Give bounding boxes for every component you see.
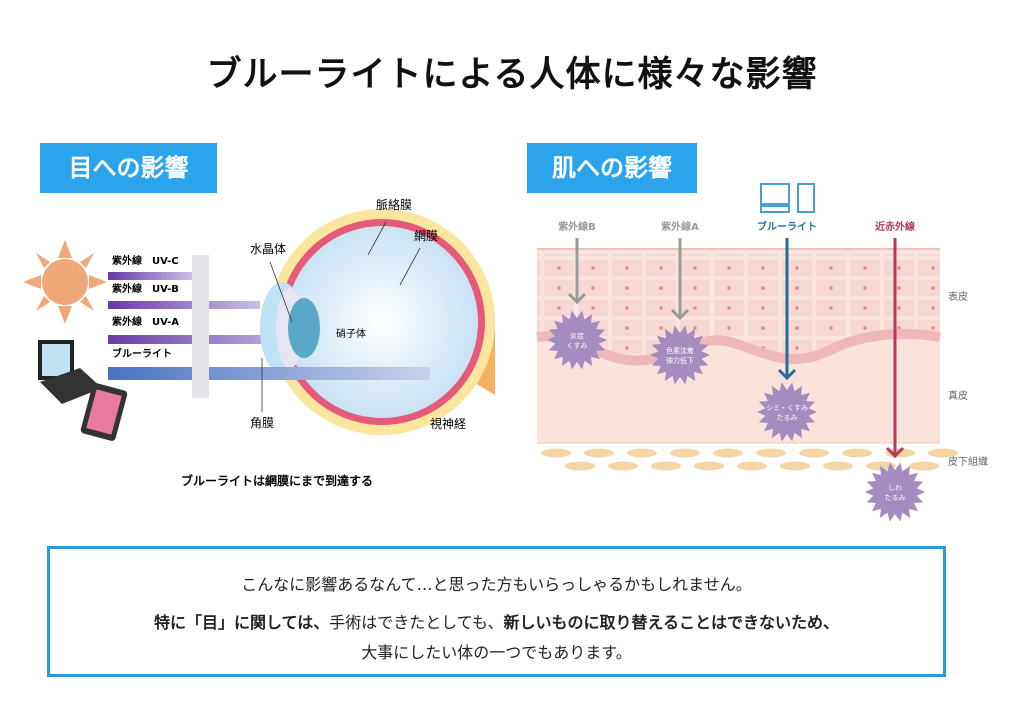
fat-cell bbox=[780, 461, 810, 471]
arrow-head-icon bbox=[670, 308, 690, 321]
eye-heading: 目への影響 bbox=[40, 143, 217, 193]
fat-cell bbox=[694, 461, 724, 471]
bluelight-ray bbox=[108, 367, 430, 380]
arrow-head-icon bbox=[885, 446, 905, 459]
fat-cell bbox=[928, 448, 958, 458]
label-choroid: 脈絡膜 bbox=[376, 197, 412, 212]
effect-label: 炎症 bbox=[570, 331, 584, 340]
subcutaneous-fat bbox=[541, 448, 958, 471]
fat-cell bbox=[541, 448, 571, 458]
note-box: こんなに影響あるなんて…と思った方もいらっしゃるかもしれません。 特に「目」に関… bbox=[47, 546, 946, 677]
effect-burst bbox=[650, 325, 710, 385]
note-emphasis-2: 新しいものに取り替えることはできないため、 bbox=[503, 613, 839, 632]
fat-cell bbox=[737, 461, 767, 471]
fat-cell bbox=[608, 461, 638, 471]
effect-label: しわ bbox=[888, 484, 902, 492]
ray-label-uvc: 紫外線 UV-C bbox=[112, 254, 179, 267]
fat-cell bbox=[627, 448, 657, 458]
layer-dermis: 真皮 bbox=[948, 389, 968, 402]
label-vitreous: 硝子体 bbox=[336, 327, 366, 340]
effect-label: くすみ bbox=[567, 342, 588, 350]
ray-label-uva: 紫外線 UV-A bbox=[112, 315, 179, 328]
fat-cell bbox=[651, 461, 681, 471]
layer-subcutaneous: 皮下組織 bbox=[948, 455, 988, 468]
note-line-2: 特に「目」に関しては、手術はできたとしても、新しいものに取り替えることはできない… bbox=[50, 609, 943, 633]
arrow-head-icon bbox=[567, 292, 587, 305]
effect-label: シミ・くすみ bbox=[766, 404, 808, 412]
fat-cell bbox=[799, 448, 829, 458]
fat-cell bbox=[713, 448, 743, 458]
effect-label: 弾力低下 bbox=[666, 356, 694, 365]
arrow-head-icon bbox=[777, 368, 797, 381]
note-emphasis-1: 特に「目」に関しては、 bbox=[154, 613, 330, 632]
effect-burst bbox=[865, 462, 925, 522]
label-lens: 水晶体 bbox=[250, 242, 286, 256]
skin-ray-label: ブルーライト bbox=[757, 220, 817, 233]
skin-ray-label: 紫外線B bbox=[558, 220, 596, 233]
skin-cross-section bbox=[536, 248, 941, 444]
label-retina: 網膜 bbox=[414, 229, 438, 243]
effect-burst bbox=[757, 382, 817, 442]
effect-label: たるみ bbox=[777, 414, 798, 422]
smartphone-icon bbox=[80, 383, 128, 441]
page-title: ブルーライトによる人体に様々な影響 bbox=[206, 55, 818, 95]
effect-burst bbox=[547, 310, 607, 370]
fat-cell bbox=[823, 461, 853, 471]
fat-cell bbox=[670, 448, 700, 458]
effect-label: 色素沈着 bbox=[666, 346, 694, 355]
fat-cell bbox=[584, 448, 614, 458]
eyeball bbox=[260, 209, 495, 435]
fat-cell bbox=[756, 448, 786, 458]
note-line-3: 大事にしたい体の一つでもあります。 bbox=[361, 643, 632, 662]
effect-label: たるみ bbox=[885, 494, 906, 502]
sun-icon bbox=[23, 240, 107, 324]
fat-cell bbox=[565, 461, 595, 471]
fat-cell bbox=[842, 448, 872, 458]
ray-label-bluelight: ブルーライト bbox=[112, 347, 172, 360]
fat-cell bbox=[909, 461, 939, 471]
uvb-ray bbox=[108, 301, 260, 309]
laptop-icon bbox=[38, 340, 102, 404]
monitor-icon bbox=[760, 183, 790, 213]
phone-icon bbox=[797, 183, 815, 213]
label-cornea: 角膜 bbox=[250, 416, 274, 430]
label-optic-nerve: 視神経 bbox=[430, 416, 466, 431]
filter-wall bbox=[192, 255, 209, 398]
layer-epidermis: 表皮 bbox=[948, 290, 968, 303]
lens bbox=[288, 298, 320, 358]
uvc-ray bbox=[108, 272, 193, 280]
note-line-1: こんなに影響あるなんて…と思った方もいらっしゃるかもしれません。 bbox=[241, 575, 752, 594]
skin-ray-label: 近赤外線 bbox=[875, 220, 915, 233]
ray-label-uvb: 紫外線 UV-B bbox=[112, 282, 179, 295]
note-text: 手術はできたとしても、 bbox=[329, 613, 504, 632]
eye-caption: ブルーライトは網膜にまで到達する bbox=[181, 473, 373, 488]
skin-ray-label: 紫外線A bbox=[661, 220, 699, 233]
skin-heading: 肌への影響 bbox=[527, 143, 697, 193]
